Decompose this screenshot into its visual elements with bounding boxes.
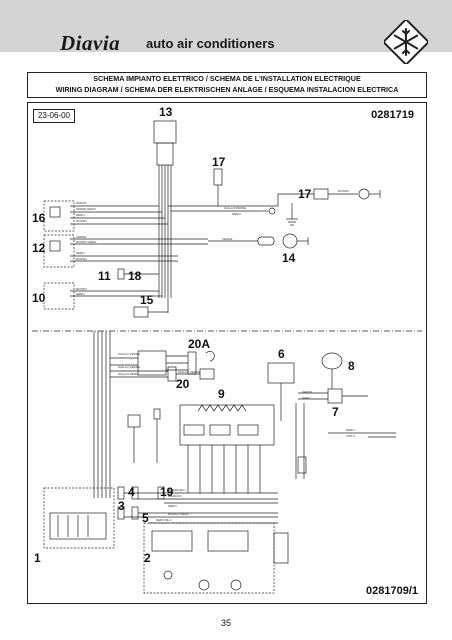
label-18: 18: [128, 269, 142, 283]
svg-text:BIANCO NERO: BIANCO NERO: [168, 512, 190, 516]
svg-text:NERO: NERO: [76, 213, 85, 217]
control-panel-1: [43, 487, 115, 549]
svg-text:VIOLA: VIOLA: [346, 434, 355, 438]
label-20: 20: [176, 377, 190, 391]
label-14: 14: [282, 251, 296, 265]
svg-text:ROSSO: ROSSO: [76, 257, 88, 261]
connector-13-body: [156, 142, 174, 166]
svg-text:ROSSO BLU: ROSSO BLU: [168, 488, 186, 492]
svg-text:VERDE: VERDE: [76, 235, 86, 239]
page-header: Diavia auto air conditioners: [0, 0, 452, 64]
label-1: 1: [34, 551, 41, 565]
label-19: 19: [160, 485, 174, 499]
page-number: 35: [220, 618, 231, 628]
label-3: 3: [118, 499, 125, 513]
component-14-plug: [257, 236, 275, 246]
connector-13-shape: [153, 120, 177, 144]
svg-text:VERDE NERO: VERDE NERO: [76, 207, 97, 211]
connector-17-right: [313, 188, 329, 200]
svg-text:ROSSO: ROSSO: [338, 189, 350, 193]
component-7-box: [327, 388, 343, 404]
relay-10-box: [43, 282, 75, 310]
label-6: 6: [278, 347, 285, 361]
svg-text:ROSSO NERO: ROSSO NERO: [76, 240, 97, 244]
svg-text:ARANCIO: ARANCIO: [168, 494, 182, 498]
label-11: 11: [98, 269, 111, 283]
component-14-circle: [282, 233, 298, 249]
svg-text:GIALLO VERDE: GIALLO VERDE: [178, 370, 200, 374]
label-20a: 20A: [188, 337, 211, 351]
label-7: 7: [332, 405, 339, 419]
diagram-code-bottom: 0281709/1: [366, 585, 418, 597]
svg-text:GIALLO VERDE: GIALLO VERDE: [118, 352, 140, 356]
svg-text:ROSSO: ROSSO: [76, 287, 88, 291]
svg-text:GIALLO NERO: GIALLO NERO: [118, 372, 139, 376]
label-2: 2: [144, 551, 151, 565]
svg-text:NERO BLU: NERO BLU: [156, 518, 171, 522]
svg-text:NERO: NERO: [302, 396, 311, 400]
control-board-9: [179, 404, 275, 446]
brand-tagline: auto air conditioners: [146, 36, 275, 51]
label-12: 12: [32, 241, 46, 255]
snowflake-logo-icon: [384, 20, 428, 64]
label-17-right: 17: [298, 187, 312, 201]
label-17-upper: 17: [212, 155, 226, 169]
connector-17-upper: [213, 168, 223, 186]
label-9: 9: [218, 387, 225, 401]
label-5: 5: [142, 511, 149, 525]
svg-text:NERO: NERO: [232, 212, 241, 216]
label-4: 4: [128, 485, 135, 499]
diagram-date: 23-06-00: [33, 109, 75, 123]
svg-text:VERDE: VERDE: [222, 237, 232, 241]
label-13: 13: [159, 105, 173, 119]
connector-15-shape: [133, 306, 149, 318]
label-15: 15: [140, 293, 154, 307]
relay-16-box: [43, 200, 75, 232]
svg-text:NERO: NERO: [76, 251, 85, 255]
svg-text:NERO: NERO: [346, 428, 355, 432]
switch-20a-box: [137, 350, 167, 376]
svg-text:VERDE: VERDE: [302, 390, 312, 394]
title-line-2: WIRING DIAGRAM / SCHEMA DER ELEKTRISCHEN…: [55, 85, 399, 94]
diagram-code-top: 0281719: [371, 109, 414, 121]
svg-text:GIALLO/VERDE: GIALLO/VERDE: [224, 206, 246, 210]
svg-text:GIALLO VERDE: GIALLO VERDE: [118, 365, 140, 369]
component-8-shape: [321, 352, 343, 370]
brand-logo-text: Diavia: [60, 31, 121, 55]
svg-text:ROSSO: ROSSO: [76, 219, 88, 223]
relay-12-box: [43, 234, 75, 268]
label-10: 10: [32, 291, 46, 305]
control-panel-2: [143, 522, 275, 594]
label-16: 16: [32, 211, 46, 225]
label-8: 8: [348, 359, 355, 373]
svg-text:NERO: NERO: [76, 292, 85, 296]
diagram-title-box: SCHEMA IMPIANTO ELETTRICO / SCHEMA DE L'…: [27, 72, 427, 98]
blower-6-box: [267, 362, 295, 384]
svg-text:GRIGIO: GRIGIO: [76, 201, 88, 205]
title-line-1: SCHEMA IMPIANTO ELETTRICO / SCHEMA DE L'…: [93, 74, 361, 83]
svg-text:NERO: NERO: [168, 504, 177, 508]
